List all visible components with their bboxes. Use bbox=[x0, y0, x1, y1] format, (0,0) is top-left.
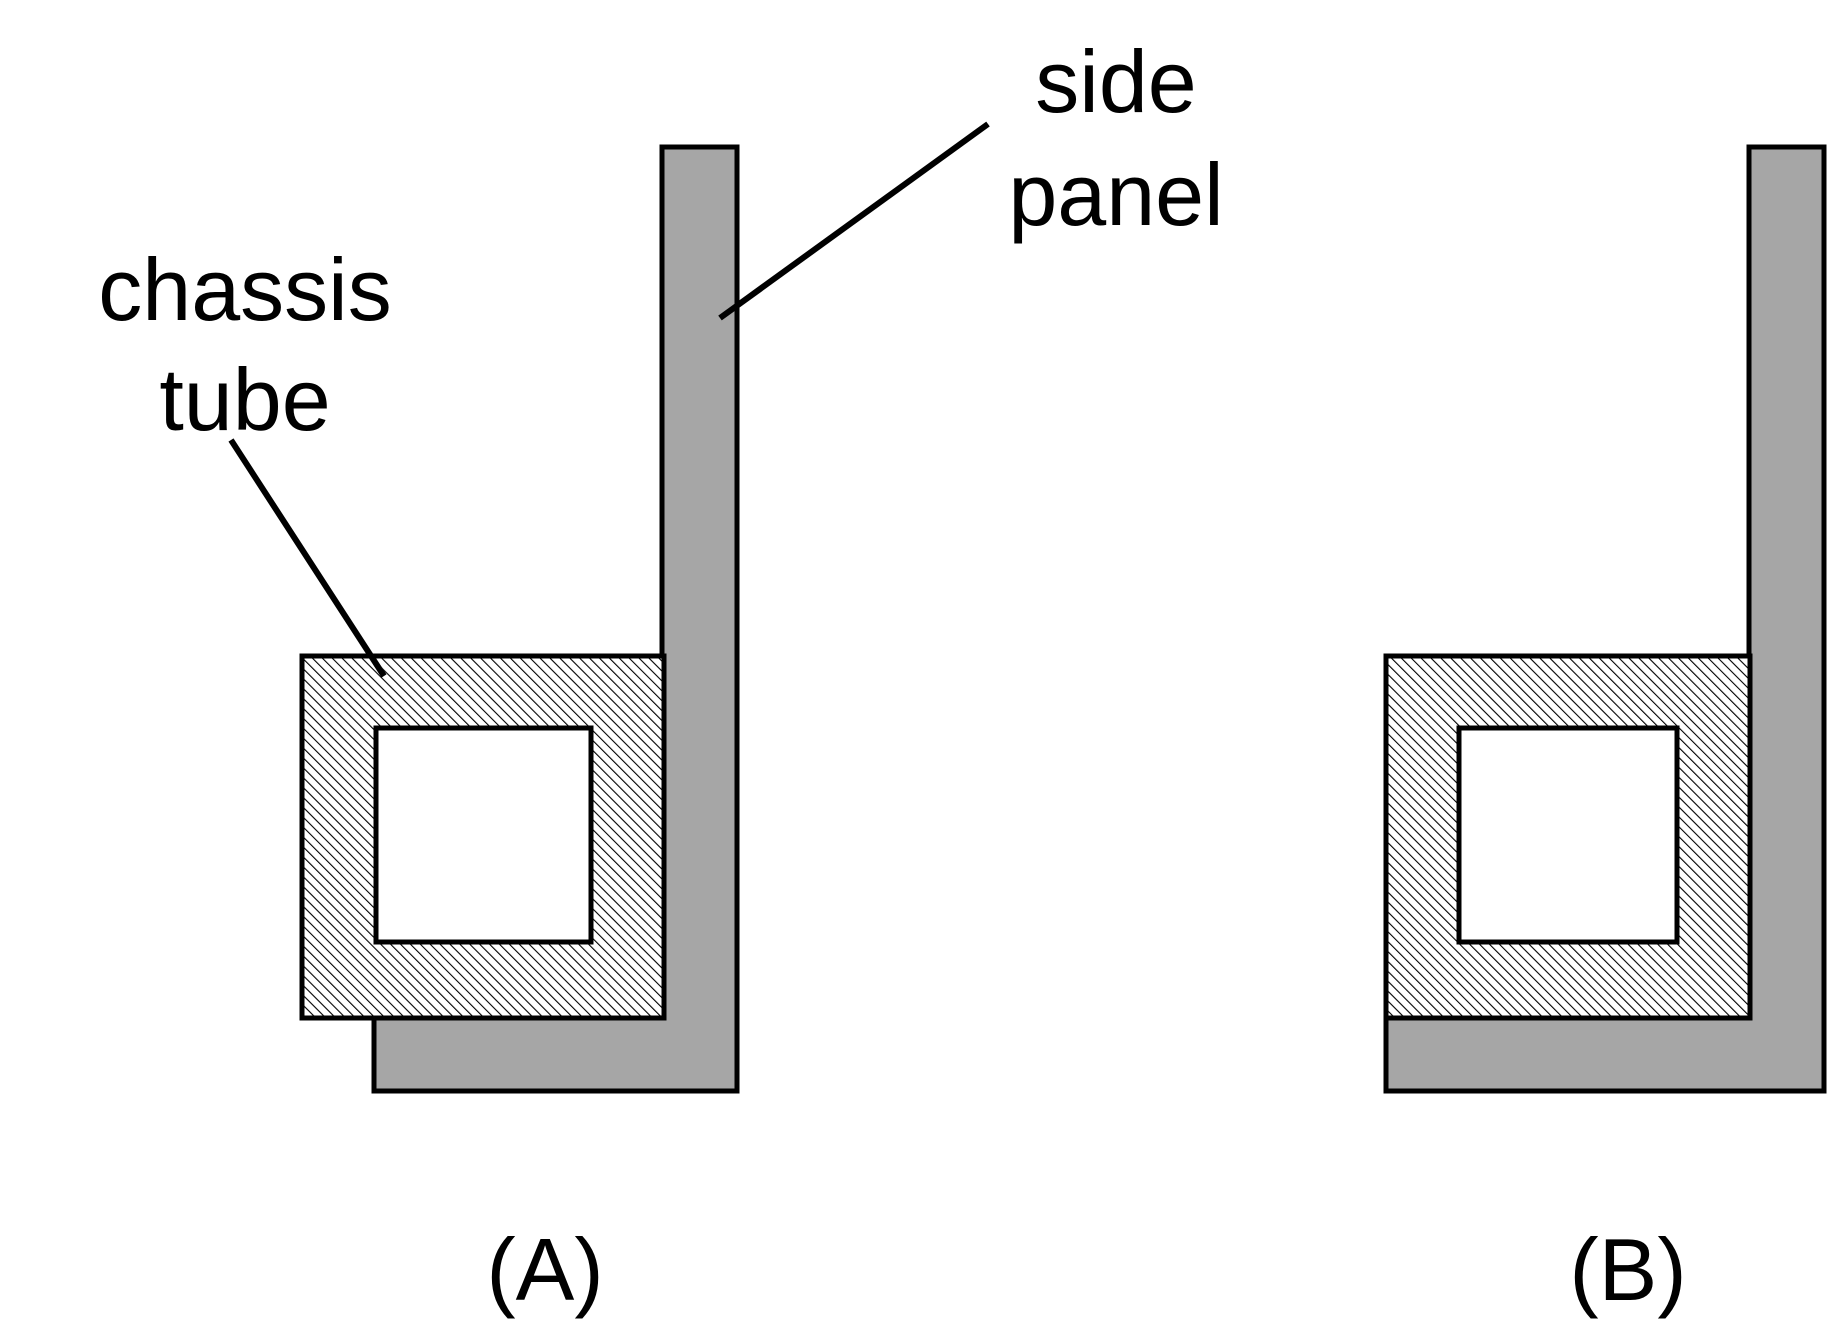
side-panel-label-line1: side bbox=[1035, 32, 1196, 131]
chassis-tube-a bbox=[299, 653, 667, 1021]
side-panel-leader-line bbox=[718, 121, 990, 321]
chassis-tube-label-line2: tube bbox=[159, 350, 330, 449]
chassis-tube-label-line1: chassis bbox=[98, 240, 391, 339]
chassis-tube-b bbox=[1383, 653, 1753, 1021]
panel-a-caption: (A) bbox=[486, 1220, 603, 1319]
panel-b-caption: (B) bbox=[1569, 1220, 1686, 1319]
panel-a: side panel chassis tube (A) bbox=[98, 32, 1223, 1319]
side-panel-label-line2: panel bbox=[1008, 145, 1223, 244]
panel-b: (B) bbox=[1383, 144, 1827, 1319]
chassis-tube-leader-line bbox=[228, 438, 387, 678]
